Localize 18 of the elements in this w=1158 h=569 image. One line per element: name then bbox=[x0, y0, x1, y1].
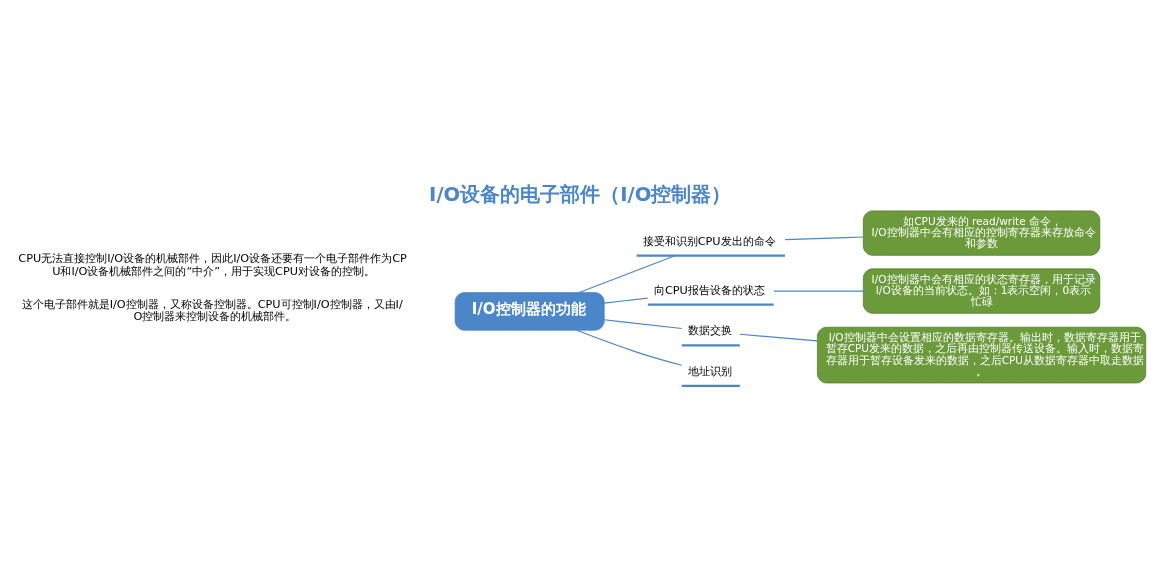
connector bbox=[773, 290, 864, 292]
node-text: 数据交换 bbox=[687, 324, 732, 338]
connector bbox=[578, 255, 676, 294]
node-box: I/O控制器中会设置相应的数据寄存器。输出时，数据寄存器用于暂存CPU发来的数据，之后再由控制器传送设备。输入时，数据寄存器用于暂存设备发来的数据，之后CPU从数据寄存器中取走数据。 bbox=[817, 326, 1147, 384]
node-box: I/O控制器中会有相应的状态寄存器，用于记录I/O设备的当前状态。如：1表示空闲，0表示忙碌 bbox=[862, 268, 1101, 314]
connector bbox=[603, 319, 683, 330]
node-text: 向CPU报告设备的状态 bbox=[653, 283, 765, 297]
diagram-title: I/O设备的电子部件（I/O控制器） bbox=[429, 182, 732, 206]
node-text: 地址识别 bbox=[687, 365, 732, 379]
node-box: I/O控制器的功能 bbox=[454, 292, 605, 331]
connector bbox=[784, 236, 864, 241]
connector bbox=[576, 329, 683, 366]
connector bbox=[603, 297, 649, 304]
label: 这个电子部件就是I/O控制器，又称设备控制器。CPU可控制I/O控制器，又由I/O控制器来控制设备的机械部件。 bbox=[21, 297, 403, 324]
label: CPU无法直接控制I/O设备的机械部件，因此I/O设备还要有一个电子部件作为CPU和I/O设备机械部件之间的“中介”，用于实现CPU对设备的控制。 bbox=[18, 252, 407, 279]
node-text: 接受和识别CPU发出的命令 bbox=[642, 234, 776, 248]
connector bbox=[739, 333, 818, 342]
node-box: 如CPU发来的 read/write 命令，I/O控制器中会有相应的控制寄存器来存放命令和参数 bbox=[862, 210, 1101, 256]
